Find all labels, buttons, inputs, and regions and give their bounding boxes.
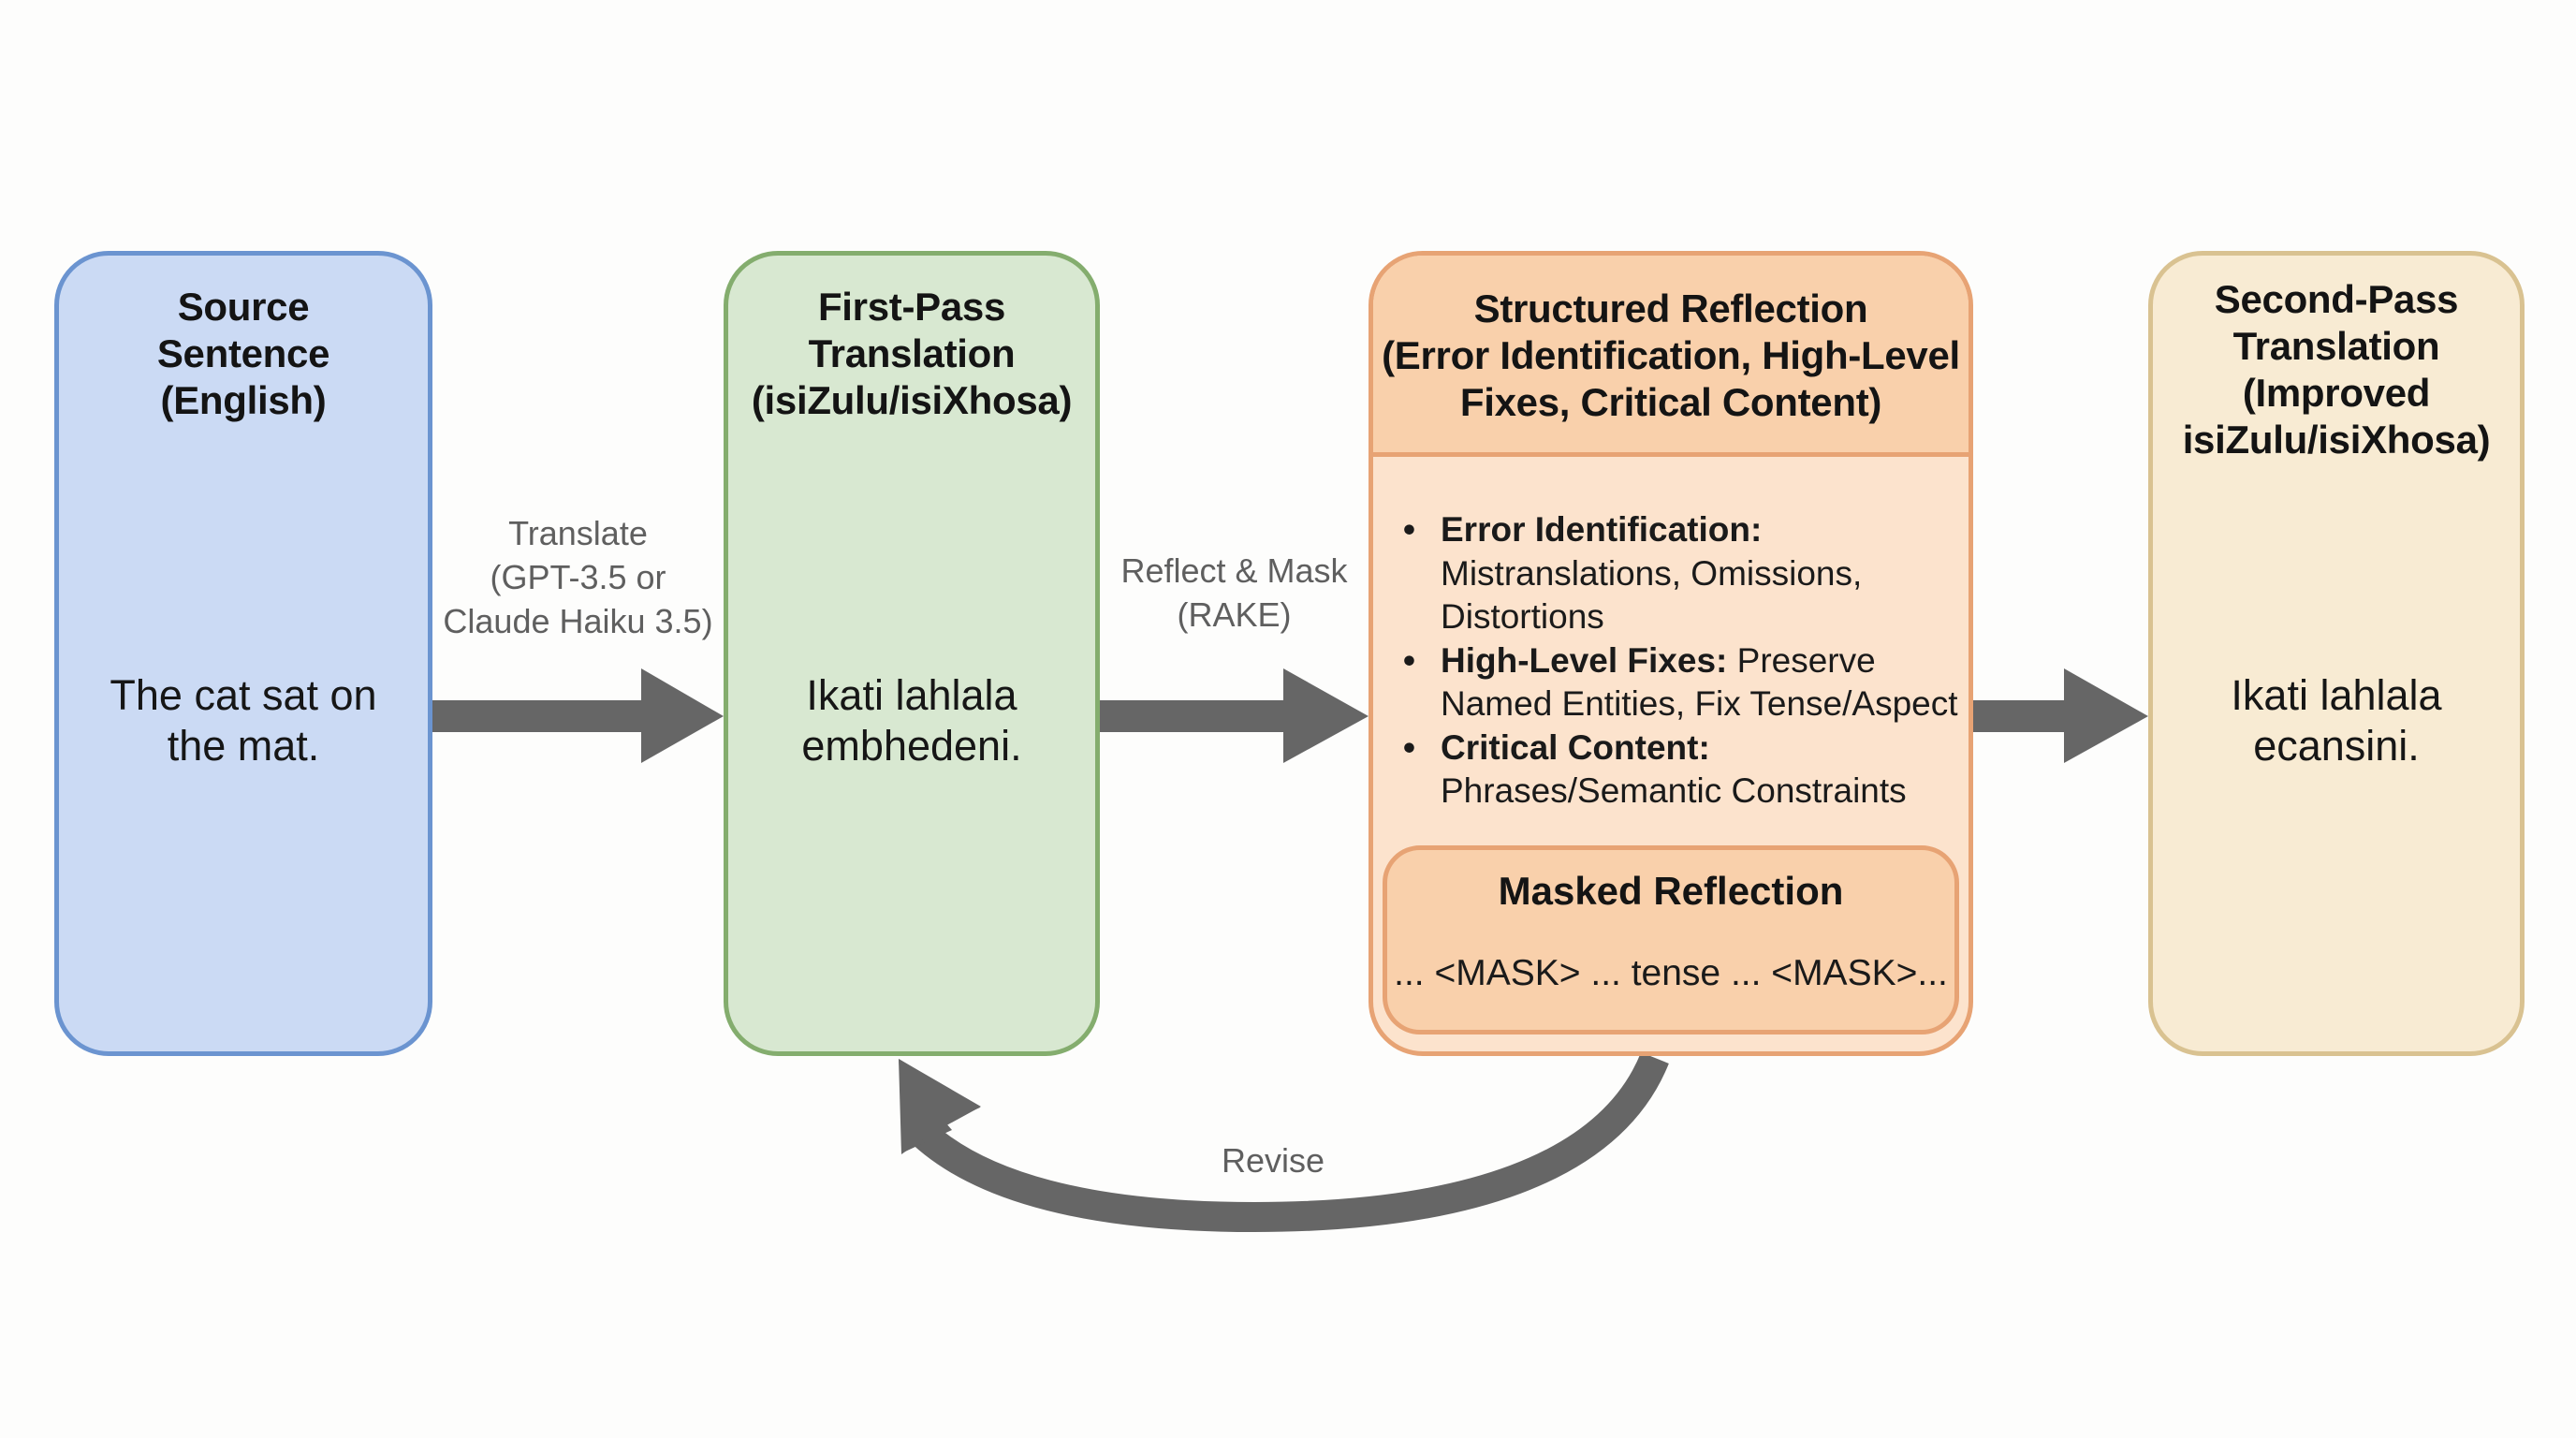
node-first-pass-translation: First-Pass Translation (isiZulu/isiXhosa… (724, 251, 1100, 1056)
arrow-to-second-pass-head (2064, 668, 2148, 763)
item-label: High-Level Fixes: (1441, 640, 1728, 680)
item-line: Mistranslations, Omissions, (1441, 553, 1863, 593)
node-first-pass-body: Ikati lahlala embhedeni. (728, 670, 1095, 771)
node-source-sentence: Source Sentence (English) The cat sat on… (54, 251, 432, 1056)
title-line: Translation (808, 331, 1016, 375)
node-first-pass-title: First-Pass Translation (isiZulu/isiXhosa… (728, 284, 1095, 424)
arrow-revise-curve (901, 1051, 1669, 1233)
title-line: (isiZulu/isiXhosa) (751, 378, 1073, 422)
arrow-to-second-pass (1973, 668, 2148, 763)
masked-reflection-title: Masked Reflection (1498, 869, 1844, 913)
node-second-pass-translation: Second-Pass Translation (Improved isiZul… (2148, 251, 2525, 1056)
node-second-pass-title: Second-Pass Translation (Improved isiZul… (2153, 276, 2520, 463)
label-line: Reflect & Mask (1120, 551, 1348, 590)
node-reflection-title: Structured Reflection (Error Identificat… (1373, 286, 1969, 426)
title-line: First-Pass (817, 285, 1006, 329)
node-second-pass-body: Ikati lahlala ecansini. (2153, 670, 2520, 771)
item-line: Named Entities, Fix Tense/Aspect (1441, 684, 1958, 723)
masked-reflection-text: ... <MASK> ... tense ... <MASK>... (1394, 953, 1948, 993)
title-line: (Improved (2242, 371, 2431, 415)
title-line: Source (177, 285, 310, 329)
bullet-icon: • (1403, 510, 1415, 549)
title-line: Translation (2232, 324, 2440, 368)
reflection-item-critical-content: • Critical Content: Phrases/Semantic Con… (1403, 726, 1959, 814)
item-line: Distortions (1441, 597, 1604, 636)
masked-reflection-box: Masked Reflection ... <MASK> ... tense .… (1383, 845, 1959, 1034)
arrow-revise (899, 1051, 1669, 1233)
arrow-translate-head (641, 668, 724, 763)
body-line: ecansini. (2253, 722, 2420, 770)
body-line: the mat. (167, 722, 320, 770)
node-source-body: The cat sat on the mat. (59, 670, 428, 771)
arrow-translate (432, 668, 724, 763)
label-line: (GPT-3.5 or (490, 558, 666, 596)
edge-label-reflect-mask: Reflect & Mask (RAKE) (1100, 549, 1368, 637)
title-line: Second-Pass (2214, 277, 2459, 321)
body-line: embhedeni. (801, 722, 1022, 770)
node-structured-reflection: Structured Reflection (Error Identificat… (1368, 251, 1973, 1056)
arrow-revise-head-core (899, 1059, 981, 1154)
reflection-item-error-identification: • Error Identification: Mistranslations,… (1403, 508, 1959, 639)
arrow-reflect-head (1283, 668, 1368, 763)
bullet-icon: • (1403, 640, 1415, 680)
body-line: Ikati lahlala (2231, 671, 2442, 719)
title-line: Fixes, Critical Content) (1459, 380, 1882, 424)
arrow-translate-shaft (432, 700, 643, 732)
bullet-icon: • (1403, 727, 1415, 767)
reflection-header: Structured Reflection (Error Identificat… (1373, 256, 1969, 457)
body-line: The cat sat on (110, 671, 377, 719)
arrow-to-second-pass-shaft (1973, 700, 2067, 732)
title-line: isiZulu/isiXhosa) (2182, 418, 2491, 462)
title-line: Sentence (156, 331, 330, 375)
arrow-reflect-shaft (1100, 700, 1285, 732)
reflection-item-high-level-fixes: • High-Level Fixes: Preserve Named Entit… (1403, 639, 1959, 726)
item-line: Phrases/Semantic Constraints (1441, 771, 1907, 810)
label-line: Claude Haiku 3.5) (443, 602, 713, 640)
title-line: Structured Reflection (1473, 286, 1868, 330)
item-label: Critical Content: (1441, 727, 1710, 767)
reflection-items-list: • Error Identification: Mistranslations,… (1403, 508, 1959, 814)
label-line: (RAKE) (1177, 595, 1292, 634)
edge-label-translate: Translate (GPT-3.5 or Claude Haiku 3.5) (432, 511, 724, 643)
body-line: Ikati lahlala (806, 671, 1017, 719)
title-line: (English) (160, 378, 327, 422)
node-source-title: Source Sentence (English) (59, 284, 428, 424)
label-line: Translate (508, 514, 648, 552)
title-line: (Error Identification, High-Level (1382, 333, 1960, 377)
item-label: Error Identification: (1441, 510, 1763, 549)
arrow-reflect (1100, 668, 1368, 763)
edge-label-revise: Revise (1221, 1141, 1325, 1180)
item-inline-text: Preserve (1727, 640, 1876, 680)
